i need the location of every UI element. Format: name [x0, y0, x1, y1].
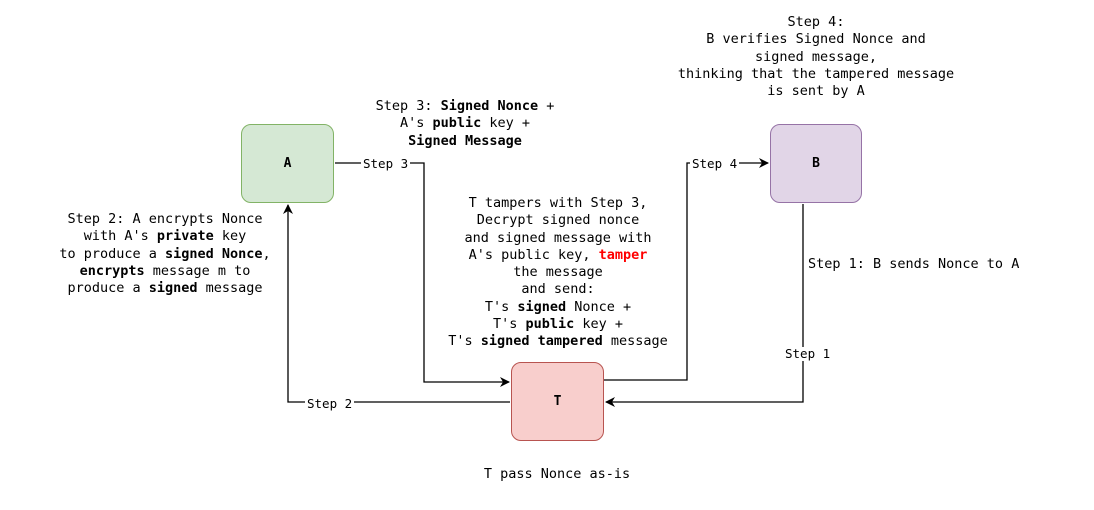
node-t[interactable]: T [511, 362, 604, 441]
tamper-note-line: T tampers with Step 3, [468, 195, 648, 211]
step4-note: Step 4: B verifies Signed Nonce and sign… [640, 14, 992, 100]
text-span: produce a [67, 280, 149, 297]
text-span: with A's [83, 228, 157, 245]
step4-note-line: thinking that the tampered message [677, 65, 955, 82]
text-bold: public [432, 115, 482, 132]
step1-note: Step 1: B sends Nonce to A [808, 256, 1020, 272]
text-bold: signed Nonce [164, 245, 263, 262]
text-span: message [602, 333, 668, 350]
text-bold: signed [148, 280, 198, 297]
text-span: key + [574, 316, 624, 333]
tamper-note-line: the message [513, 264, 603, 281]
step2-note: Step 2: A encrypts Nonce with A's privat… [30, 211, 300, 297]
text-span: A's [399, 115, 433, 132]
node-a-label: A [283, 156, 292, 171]
text-bold: signed [517, 298, 567, 315]
text-span: Step 3: [375, 98, 441, 114]
text-bold: Signed Nonce [440, 98, 539, 114]
text-span: to produce a [59, 245, 165, 262]
text-span: T's [448, 333, 481, 350]
edge-step2 [283, 204, 510, 403]
text-bold: signed tampered [480, 333, 603, 350]
tamper-note-line: Decrypt signed nonce [476, 212, 640, 229]
edge-step4-label: Step 4 [690, 156, 740, 171]
step4-note-line: B verifies Signed Nonce and [706, 31, 926, 48]
edge-step3-label: Step 3 [361, 156, 411, 171]
t-note: T pass Nonce as-is [483, 466, 631, 482]
step4-note-line: Step 4: [787, 14, 845, 30]
tamper-note-line: and send: [521, 281, 595, 298]
text-bold: public [525, 316, 575, 333]
edge-step1 [605, 204, 804, 407]
text-span: Nonce + [566, 298, 632, 315]
step2-note-line: Step 2: A encrypts Nonce [67, 211, 263, 227]
text-span: A's public key, [468, 246, 599, 263]
step4-note-line: is sent by A [767, 83, 865, 100]
text-bold: encrypts [79, 262, 145, 279]
step3-note: Step 3: Signed Nonce + A's public key + … [345, 98, 585, 150]
text-span: key [213, 228, 247, 245]
node-b[interactable]: B [770, 124, 862, 203]
text-span: , [262, 245, 271, 262]
text-bold: Signed Message [408, 132, 522, 149]
node-t-label: T [553, 394, 562, 409]
text-span: message m to [144, 262, 251, 279]
text-span: T's [484, 298, 518, 315]
node-b-label: B [812, 156, 820, 171]
edge-step1-label: Step 1 [783, 346, 833, 361]
text-span: T's [492, 316, 526, 333]
tamper-note: T tampers with Step 3, Decrypt signed no… [420, 195, 696, 351]
text-span: message [197, 280, 263, 297]
tamper-highlight: tamper [598, 246, 648, 263]
text-span: key + [481, 115, 531, 132]
text-bold: private [156, 228, 214, 245]
text-span: + [538, 98, 555, 114]
tamper-note-line: and signed message with [464, 229, 652, 246]
step4-note-line: signed message, [755, 48, 877, 65]
node-a[interactable]: A [241, 124, 334, 203]
edge-step2-label: Step 2 [305, 396, 355, 411]
